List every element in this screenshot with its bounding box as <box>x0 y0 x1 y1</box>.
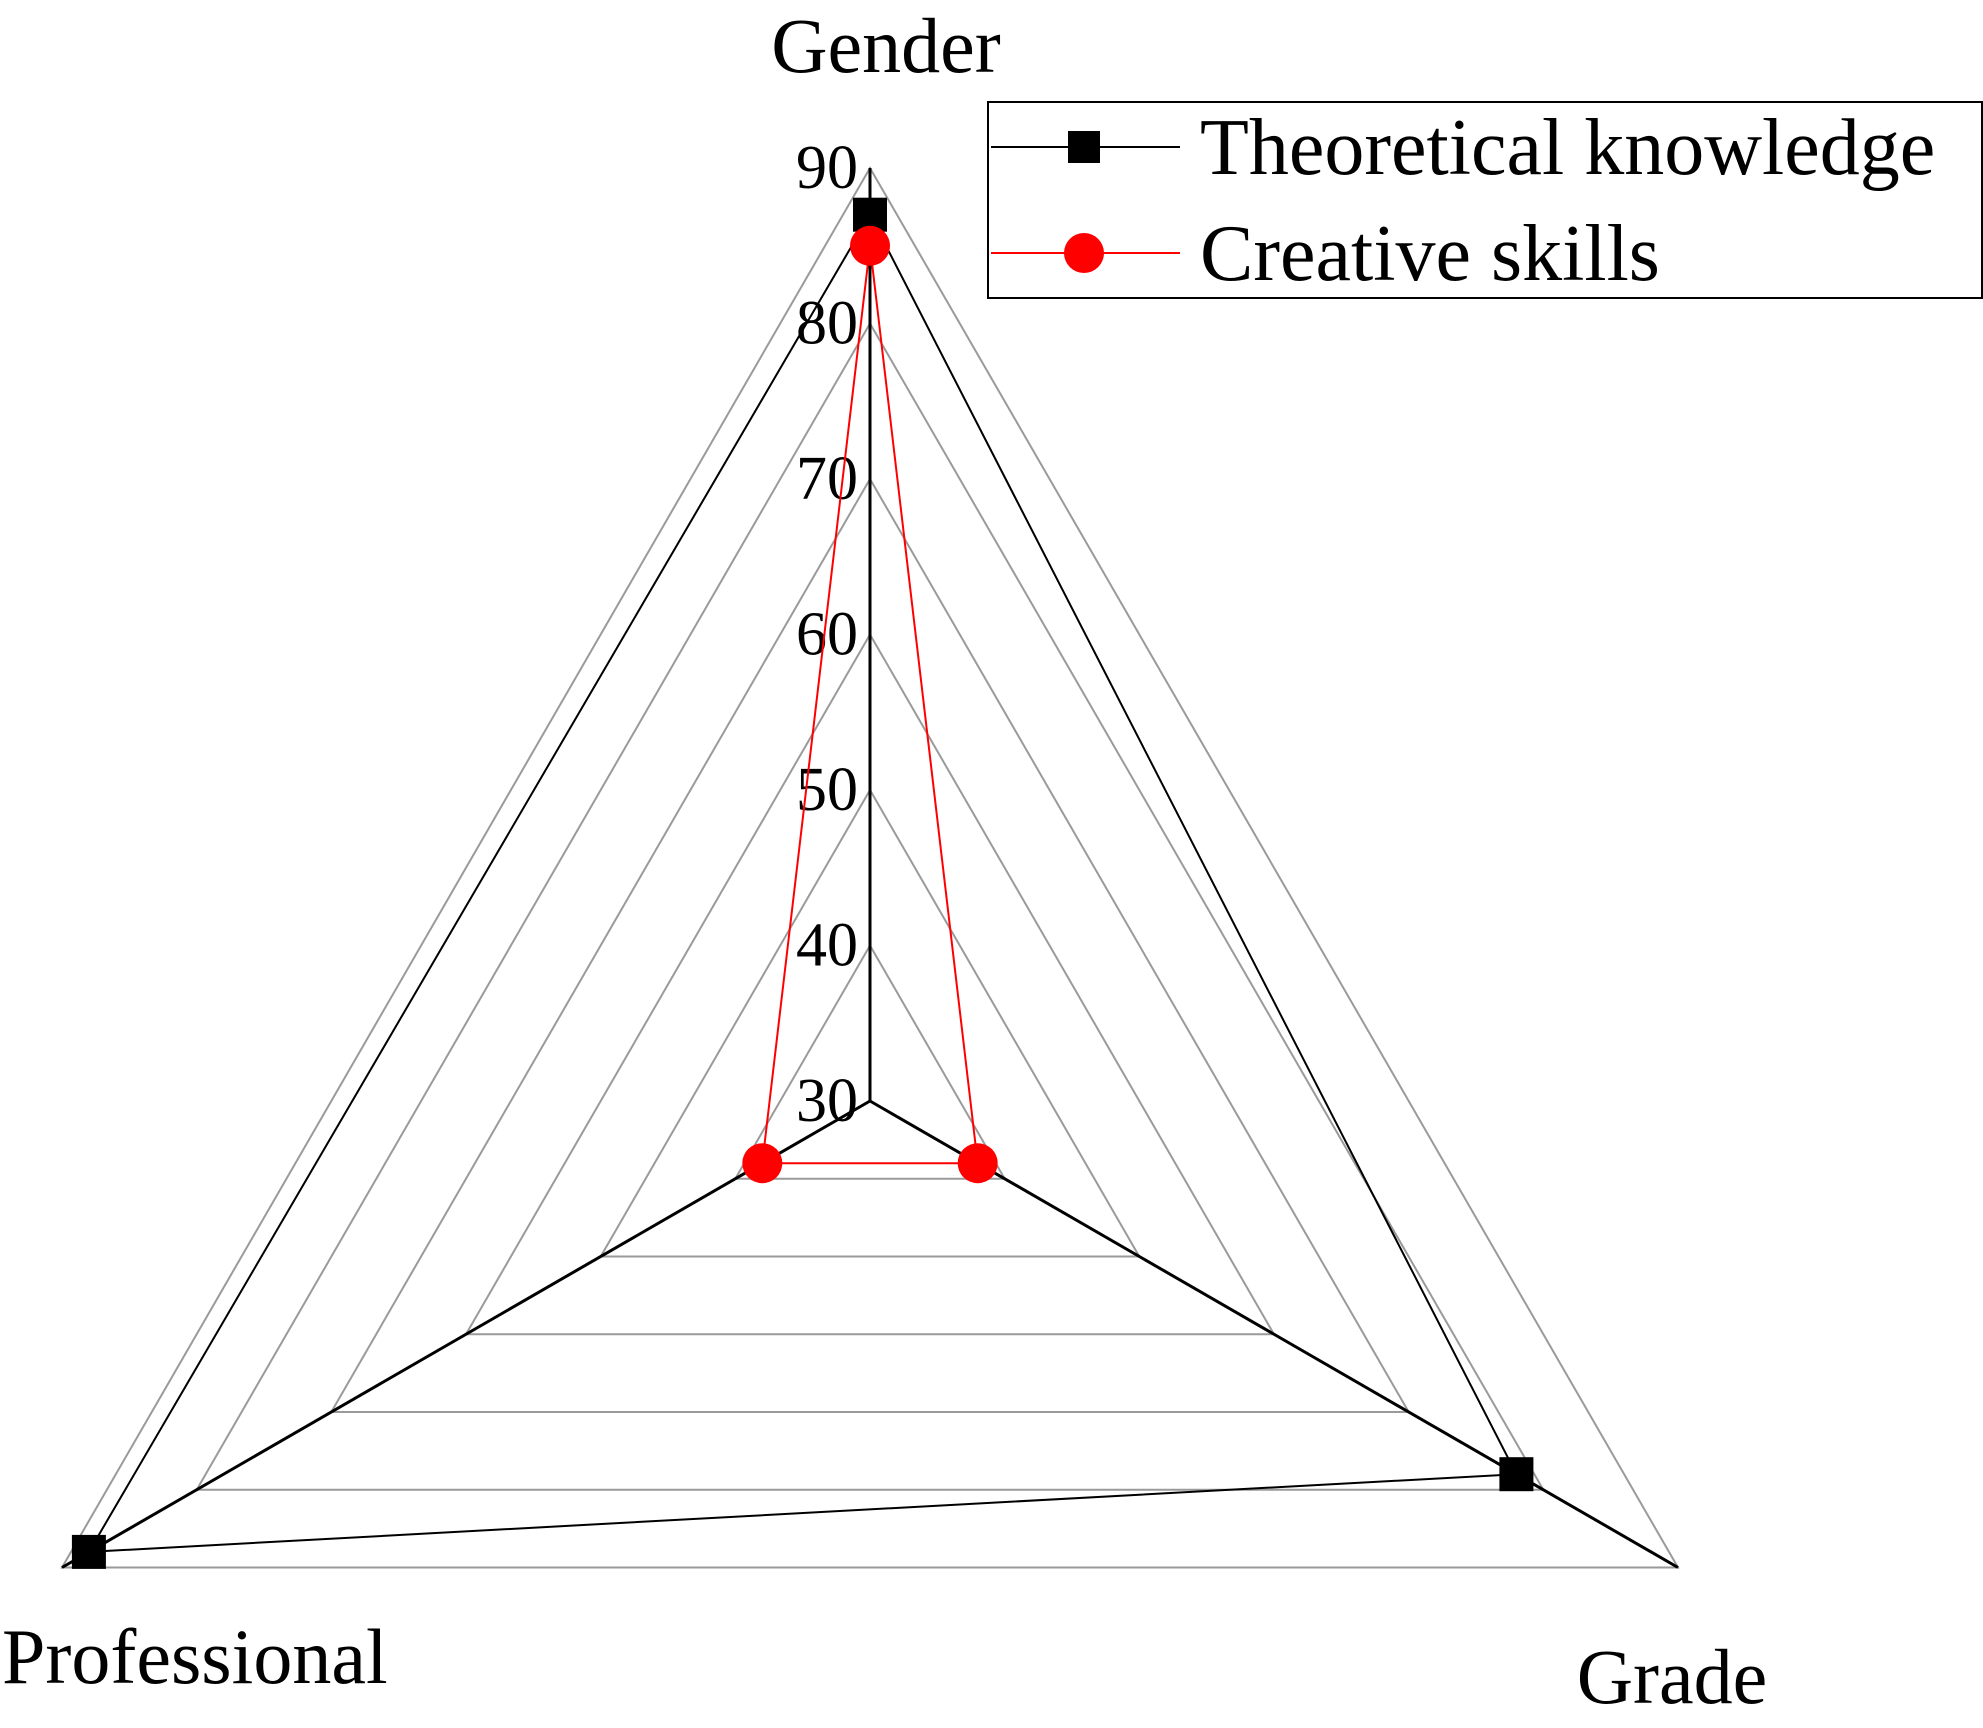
legend-marker-1 <box>1064 233 1104 273</box>
series-layer <box>71 197 1534 1569</box>
series-1-point-grade <box>957 1143 998 1184</box>
radar-spokes <box>61 168 1679 1569</box>
tick-label-30: 30 <box>796 1067 858 1135</box>
series-0-point-grade <box>1499 1457 1534 1492</box>
grid-ring-80 <box>194 321 1546 1491</box>
tick-label-40: 40 <box>796 912 858 980</box>
legend-label-1: Creative skills <box>1200 210 1660 298</box>
axis-title-professional: Professional <box>2 1613 388 1700</box>
legend-label-0: Theoretical knowledge <box>1200 104 1935 192</box>
series-0 <box>71 197 1534 1569</box>
radar-grid <box>60 165 1680 1569</box>
series-0-point-professional <box>71 1534 106 1569</box>
series-1-point-gender <box>850 225 890 266</box>
series-line-0 <box>87 212 1518 1553</box>
grid-ring-60 <box>464 632 1276 1336</box>
legend-item-1: Creative skills <box>991 210 1660 298</box>
grid-ring-70 <box>329 477 1411 1413</box>
grid-ring-40 <box>733 943 1007 1180</box>
series-1-point-professional <box>742 1143 783 1184</box>
axis-title-gender: Gender <box>771 2 1001 89</box>
spoke-professional <box>61 1099 871 1569</box>
spoke-grade <box>869 1099 1679 1569</box>
tick-label-90: 90 <box>796 134 858 202</box>
grid-ring-50 <box>598 787 1142 1258</box>
axis-title-grade: Grade <box>1577 1633 1768 1720</box>
series-line-1 <box>761 245 979 1165</box>
tick-label-70: 70 <box>796 445 858 513</box>
series-1 <box>742 225 998 1184</box>
grid-ring-90 <box>60 165 1680 1569</box>
legend-item-0: Theoretical knowledge <box>991 104 1935 192</box>
legend-box <box>987 101 1983 299</box>
legend-marker-0 <box>1068 131 1100 163</box>
